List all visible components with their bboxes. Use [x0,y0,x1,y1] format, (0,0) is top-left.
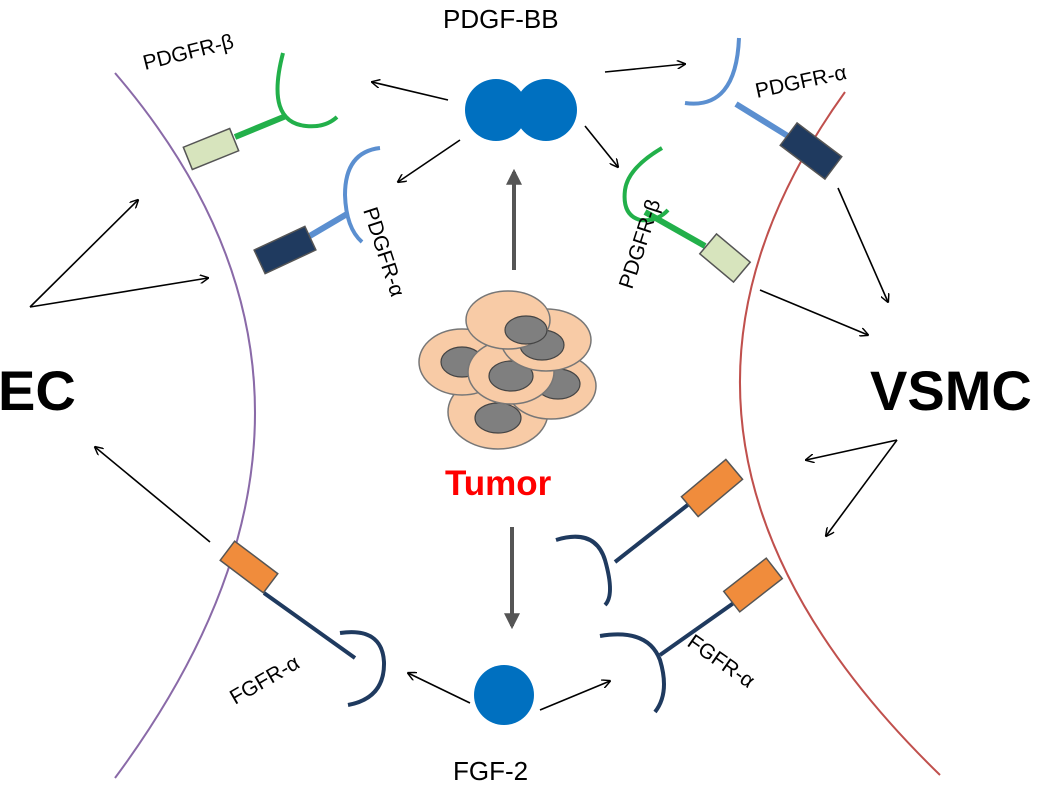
ec-label: EC [0,359,76,422]
tumor-cell-cluster [418,290,597,450]
vsmc-fgfr-alpha-label: FGFR-α [683,630,759,693]
ec-fgfr-alpha-label: FGFR-α [226,651,304,709]
arrow-vsmc-signal-lower [826,439,898,536]
arrow-vsmc-pdgfr-beta-signal [759,289,868,335]
arrow-pdgf-to-vsmc-pdgfr-beta [584,125,618,167]
vsmc-label: VSMC [870,359,1032,422]
fgf2-ligand [474,665,534,725]
ec-pdgfr-alpha-label: PDGFR-α [358,204,409,299]
arrow-fgf2-to-ec-fgfr [408,673,471,704]
arrow-fgf2-to-vsmc-fgfr [539,681,610,711]
pdgf-bb-monomer-right [515,79,577,141]
vsmc-fgfr-alpha-receptor-upper [555,458,744,607]
ec-pdgfr-beta-receptor [182,52,339,171]
vsmc-pdgfr-beta-receptor [622,146,752,284]
arrow-ec-fgfr-signal [95,447,211,543]
tumor-cell [465,290,551,350]
tumor-label: Tumor [445,464,552,503]
vsmc-pdgfr-alpha-receptor [684,37,843,181]
pdgf-bb-monomer-left [465,79,527,141]
arrow-vsmc-signal-upper [806,439,898,460]
arrow-pdgf-to-vsmc-pdgfr-alpha [604,64,685,73]
arrow-ec-signal-right [29,278,208,308]
ec-pdgfr-alpha-receptor [253,146,381,275]
pdgf-bb-label: PDGF-BB [443,4,559,34]
ec-pdgfr-beta-label: PDGFR-β [141,30,236,75]
vsmc-fgfr-alpha-receptor-lower [599,557,784,714]
arrow-ec-signal-up [29,200,138,308]
fgf2-label: FGF-2 [453,756,528,786]
arrow-pdgf-to-ec-pdgfr-alpha [398,139,461,182]
arrow-pdgf-to-ec-pdgfr-beta [372,82,449,101]
arrow-vsmc-pdgfr-alpha-signal [837,187,888,302]
pdgf-bb-dimer [465,79,577,141]
vsmc-pdgfr-beta-label: PDGFR-β [615,196,665,291]
vsmc-pdgfr-alpha-label: PDGFR-α [753,61,848,103]
vsmc-membrane [738,91,941,776]
ec-fgfr-alpha-receptor [219,540,387,707]
ec-membrane [114,72,256,779]
